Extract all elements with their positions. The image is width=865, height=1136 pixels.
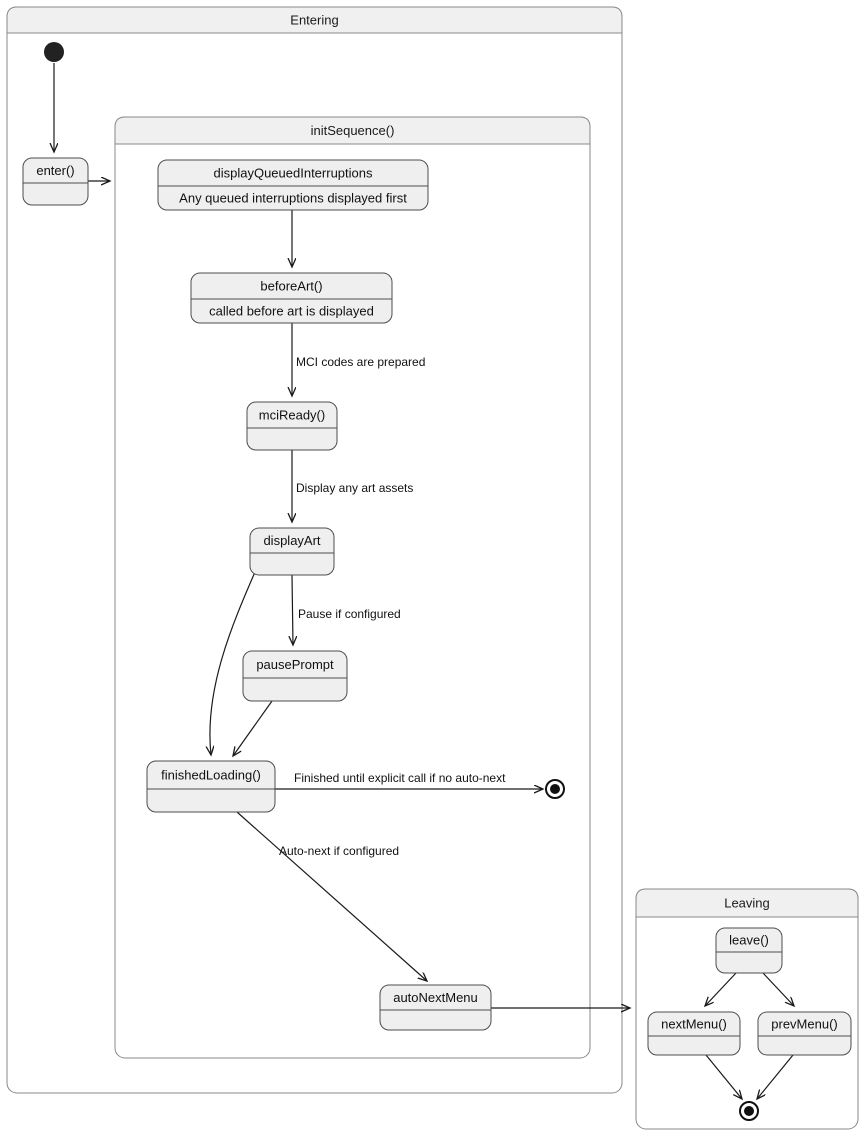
state-auto-next-menu-title: autoNextMenu [393,990,478,1005]
state-prev-menu[interactable]: prevMenu() [757,1011,852,1056]
state-auto-next-menu-box [379,984,492,1031]
state-prev-menu-box [757,1011,852,1056]
composite-entering-title: Entering [290,12,338,27]
state-leave-title: leave() [729,932,769,947]
transition-label-mciready-to-displayart: Display any art assets [296,481,413,495]
state-leave[interactable]: leave() [715,927,783,974]
state-next-menu-box [647,1011,741,1056]
state-display-art[interactable]: displayArt [249,527,335,576]
final-state-leaving-ring [739,1101,759,1121]
state-display-queued-interruptions-box [157,159,429,211]
state-next-menu-title: nextMenu() [661,1016,727,1031]
initial-state-dot [44,42,64,62]
state-next-menu[interactable]: nextMenu() [647,1011,741,1056]
transition-pauseprompt-to-finishedloading [233,700,273,756]
state-finished-loading[interactable]: finishedLoading() [146,760,276,813]
state-display-queued-interruptions-detail: Any queued interruptions displayed first [179,190,407,205]
composite-leaving-header [635,888,859,918]
state-pause-prompt-title: pausePrompt [256,657,334,672]
transition-label-displayart-to-pauseprompt: Pause if configured [298,607,401,621]
transition-displayart-to-finishedloading [210,571,256,755]
state-before-art-box [190,272,393,324]
state-before-art-title: beforeArt() [260,278,322,293]
final-state-entering-core [550,784,560,794]
transition-label-finishedloading-to-final: Finished until explicit call if no auto-… [294,771,506,785]
transition-leave-to-nextmenu [705,972,737,1006]
state-before-art-detail: called before art is displayed [209,303,374,318]
composite-leaving-body [635,888,859,1130]
state-mci-ready-box [246,401,338,451]
transition-finishedloading-to-autonextmenu [236,811,427,981]
state-before-art[interactable]: beforeArt() called before art is display… [190,272,393,324]
state-finished-loading-title: finishedLoading() [161,767,261,782]
state-display-queued-interruptions[interactable]: displayQueuedInterruptions Any queued in… [157,159,429,211]
final-state-leaving [739,1101,759,1121]
composite-init-sequence-body [114,116,591,1059]
state-enter[interactable]: enter() [22,157,89,206]
composite-init-sequence-title: initSequence() [311,123,395,138]
final-state-leaving-core [744,1106,754,1116]
state-mci-ready[interactable]: mciReady() [246,401,338,451]
composite-leaving-title: Leaving [724,895,770,910]
state-enter-title: enter() [36,163,74,178]
state-pause-prompt-box [242,650,348,702]
composite-state-leaving[interactable]: Leaving [635,888,859,1130]
final-state-entering-ring [545,779,565,799]
state-prev-menu-title: prevMenu() [771,1016,837,1031]
state-pause-prompt[interactable]: pausePrompt [242,650,348,702]
transition-displayart-to-pauseprompt [292,574,293,645]
state-display-queued-interruptions-title: displayQueuedInterruptions [214,165,373,180]
state-auto-next-menu[interactable]: autoNextMenu [379,984,492,1031]
transition-prevmenu-to-final [757,1054,794,1099]
state-finished-loading-box [146,760,276,813]
transition-nextmenu-to-final [705,1054,742,1099]
state-display-art-box [249,527,335,576]
composite-entering-header [6,6,623,34]
composite-init-sequence-header [114,116,591,145]
transition-leave-to-prevmenu [762,972,794,1006]
transition-label-finishedloading-to-autonextmenu: Auto-next if configured [279,844,399,858]
state-leave-box [715,927,783,974]
state-mci-ready-title: mciReady() [259,407,325,422]
transition-label-beforeart-to-mciready: MCI codes are prepared [296,355,425,369]
final-state-entering [545,779,565,799]
state-enter-box [22,157,89,206]
composite-state-init-sequence[interactable]: initSequence() [114,116,591,1059]
initial-state-pseudostate [44,42,64,62]
state-display-art-title: displayArt [263,533,320,548]
